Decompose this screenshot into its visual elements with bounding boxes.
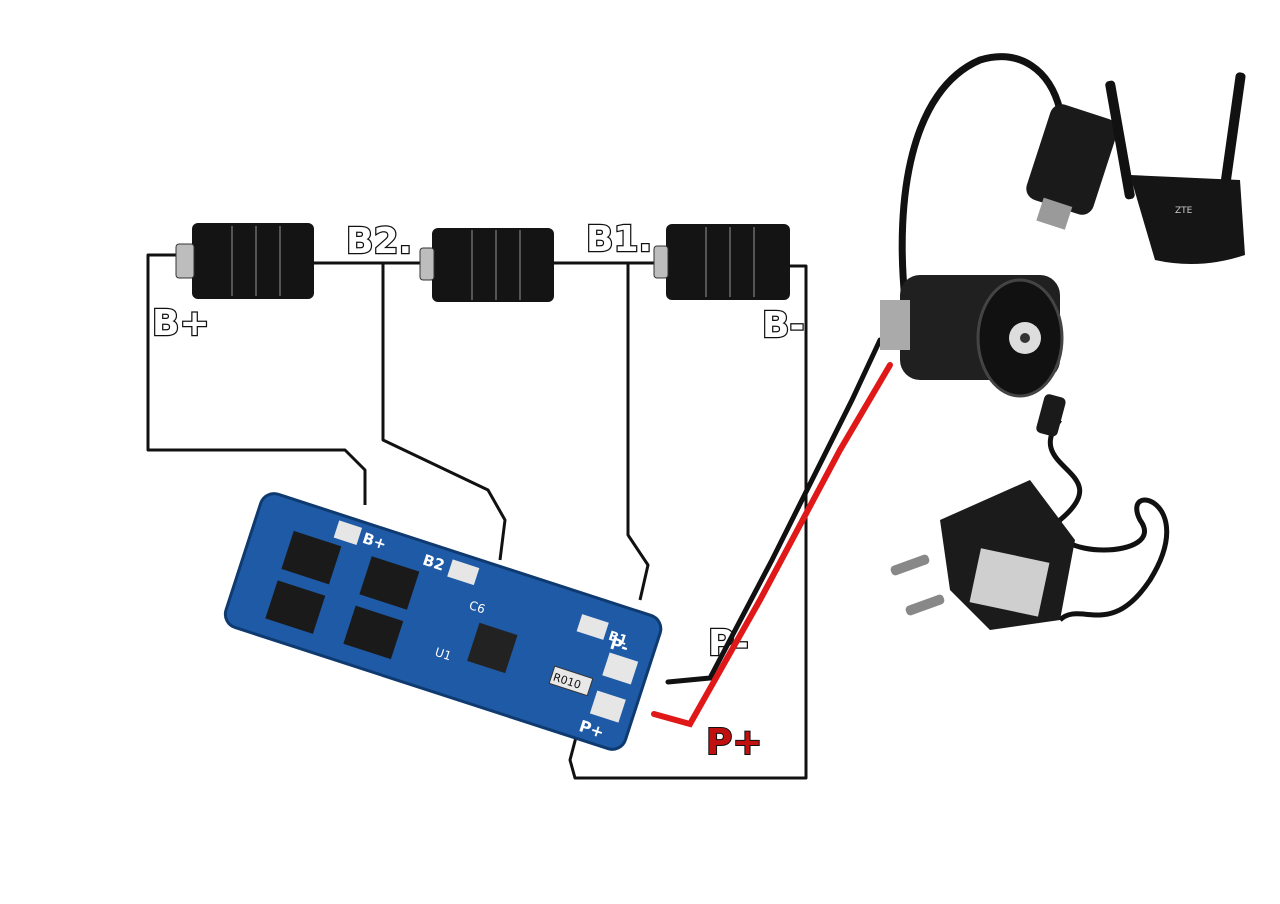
wire-b-plus xyxy=(146,253,367,505)
bms-ic-label: U1 xyxy=(433,645,453,663)
wire-b-minus xyxy=(568,264,808,780)
pad-b-plus xyxy=(333,520,363,545)
pad-b1-label: B1 xyxy=(606,629,629,649)
balance-wires xyxy=(146,253,808,780)
battery-cell-1 xyxy=(175,223,314,299)
label-p-plus: P+ xyxy=(706,722,763,763)
pad-p-minus xyxy=(602,652,639,685)
pad-p-plus xyxy=(589,690,626,723)
router: ZTE xyxy=(1105,72,1246,264)
dc-jack xyxy=(880,53,1118,398)
wire-b2 xyxy=(381,263,507,561)
pad-b1 xyxy=(576,614,609,640)
battery-cell-2 xyxy=(419,228,554,302)
bms-cap-label: C6 xyxy=(467,598,487,616)
pad-b2 xyxy=(447,559,480,586)
battery-cell-3 xyxy=(653,224,790,300)
red-cable xyxy=(651,362,893,728)
label-b-minus: B- xyxy=(762,305,804,346)
router-brand-text: ZTE xyxy=(1175,206,1193,216)
pad-p-minus-label: P- xyxy=(608,634,631,658)
label-b1: B1. xyxy=(586,219,652,260)
label-b-plus: B+ xyxy=(152,303,210,344)
wire-b1 xyxy=(626,263,650,601)
wall-adapter xyxy=(890,394,1170,630)
pad-b2-label: B2 xyxy=(421,551,447,575)
bms-board: R010 U1 C6 B+ B2 B1 P- P+ xyxy=(223,492,663,751)
power-cables xyxy=(651,337,893,728)
label-b2: B2. xyxy=(346,221,412,262)
black-cable xyxy=(665,337,883,685)
